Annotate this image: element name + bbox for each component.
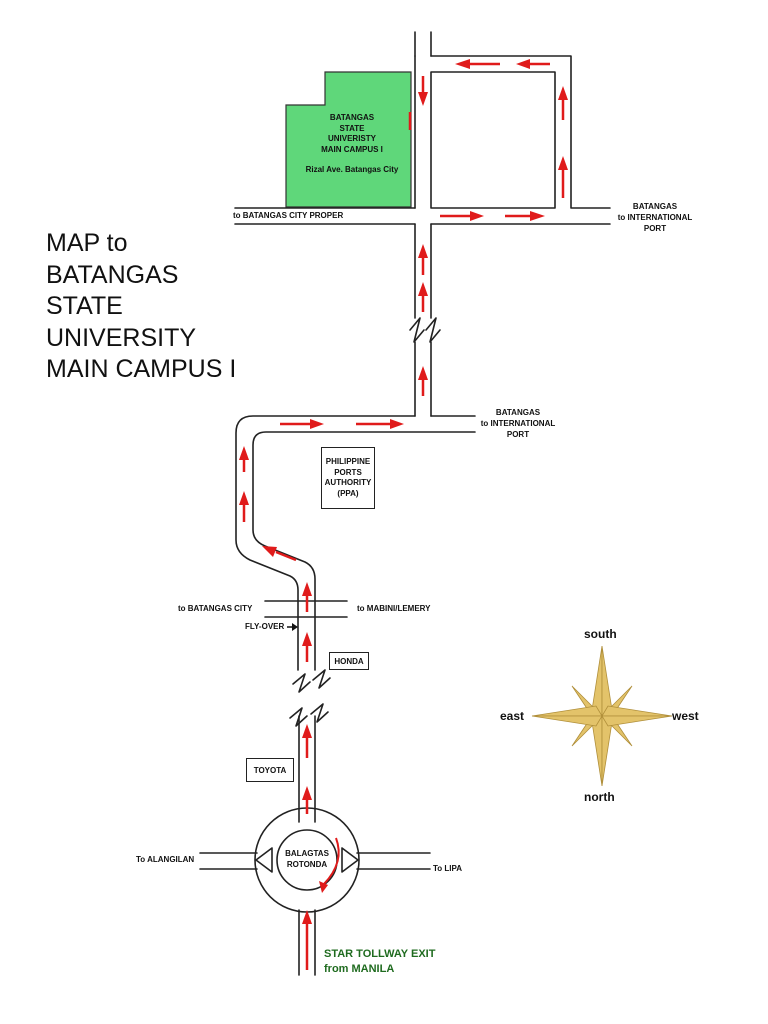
port-line: PORT — [506, 430, 530, 439]
port-line: BATANGAS — [632, 202, 678, 211]
compass-right-label: west — [672, 709, 699, 723]
honda-box: HONDA — [329, 652, 369, 670]
port-line: to INTERNATIONAL — [617, 213, 693, 222]
title-line: MAP to — [46, 229, 128, 257]
label-batangas-city: to BATANGAS CITY — [178, 604, 253, 613]
label-mabini: to MABINI/LEMERY — [357, 604, 431, 613]
title-line: MAIN CAMPUS I — [46, 355, 237, 383]
campus-address: Rizal Ave. Batangas City — [305, 165, 399, 174]
compass-top-label: south — [584, 627, 617, 641]
map-title: MAP to BATANGAS STATE UNIVERSITY MAIN CA… — [46, 228, 236, 386]
rotonda-line: ROTONDA — [286, 860, 328, 869]
port-line: PORT — [643, 224, 667, 233]
campus-line: UNIVERISTY — [327, 134, 376, 143]
ppa-line: AUTHORITY — [324, 478, 372, 487]
port-line: BATANGAS — [495, 408, 541, 417]
compass-left-label: east — [500, 709, 525, 723]
compass-rose — [531, 645, 673, 787]
exit-line: from MANILA — [324, 963, 395, 975]
label-city-proper: to BATANGAS CITY PROPER — [233, 211, 344, 220]
title-line: STATE — [46, 292, 123, 320]
direction-arrows — [239, 59, 568, 970]
title-line: BATANGAS — [46, 260, 179, 289]
ppa-box: PHILIPPINE PORTS AUTHORITY (PPA) — [321, 447, 375, 509]
campus-line: STATE — [339, 123, 365, 133]
port-line: to INTERNATIONAL — [480, 419, 556, 428]
label-alangilan: To ALANGILAN — [136, 855, 195, 864]
rotonda-line: BALAGTAS — [285, 849, 329, 858]
rotonda-arrow — [323, 837, 340, 885]
ppa-line: PORTS — [334, 467, 362, 477]
ppa-line: (PPA) — [337, 488, 359, 498]
label-flyover: FLY-OVER — [245, 622, 285, 631]
campus-line: MAIN CAMPUS I — [321, 144, 383, 154]
label-port-top: BATANGAS to INTERNATIONAL PORT — [605, 201, 705, 234]
label-rotonda: BALAGTAS ROTONDA — [280, 848, 334, 870]
exit-line: STAR TOLLWAY EXIT — [324, 948, 436, 960]
toyota-box: TOYOTA — [246, 758, 294, 782]
campus-label: BATANGAS STATE UNIVERISTY MAIN CAMPUS I … — [296, 113, 408, 176]
ppa-line: PHILIPPINE — [325, 457, 371, 466]
campus-block — [285, 71, 412, 208]
exit-label: STAR TOLLWAY EXIT from MANILA — [324, 947, 435, 977]
title-line: UNIVERSITY — [46, 323, 197, 352]
label-port-mid: BATANGAS to INTERNATIONAL PORT — [468, 407, 568, 440]
label-lipa: To LIPA — [433, 864, 463, 873]
campus-line: BATANGAS — [329, 113, 375, 122]
compass-bottom-label: north — [584, 790, 615, 804]
